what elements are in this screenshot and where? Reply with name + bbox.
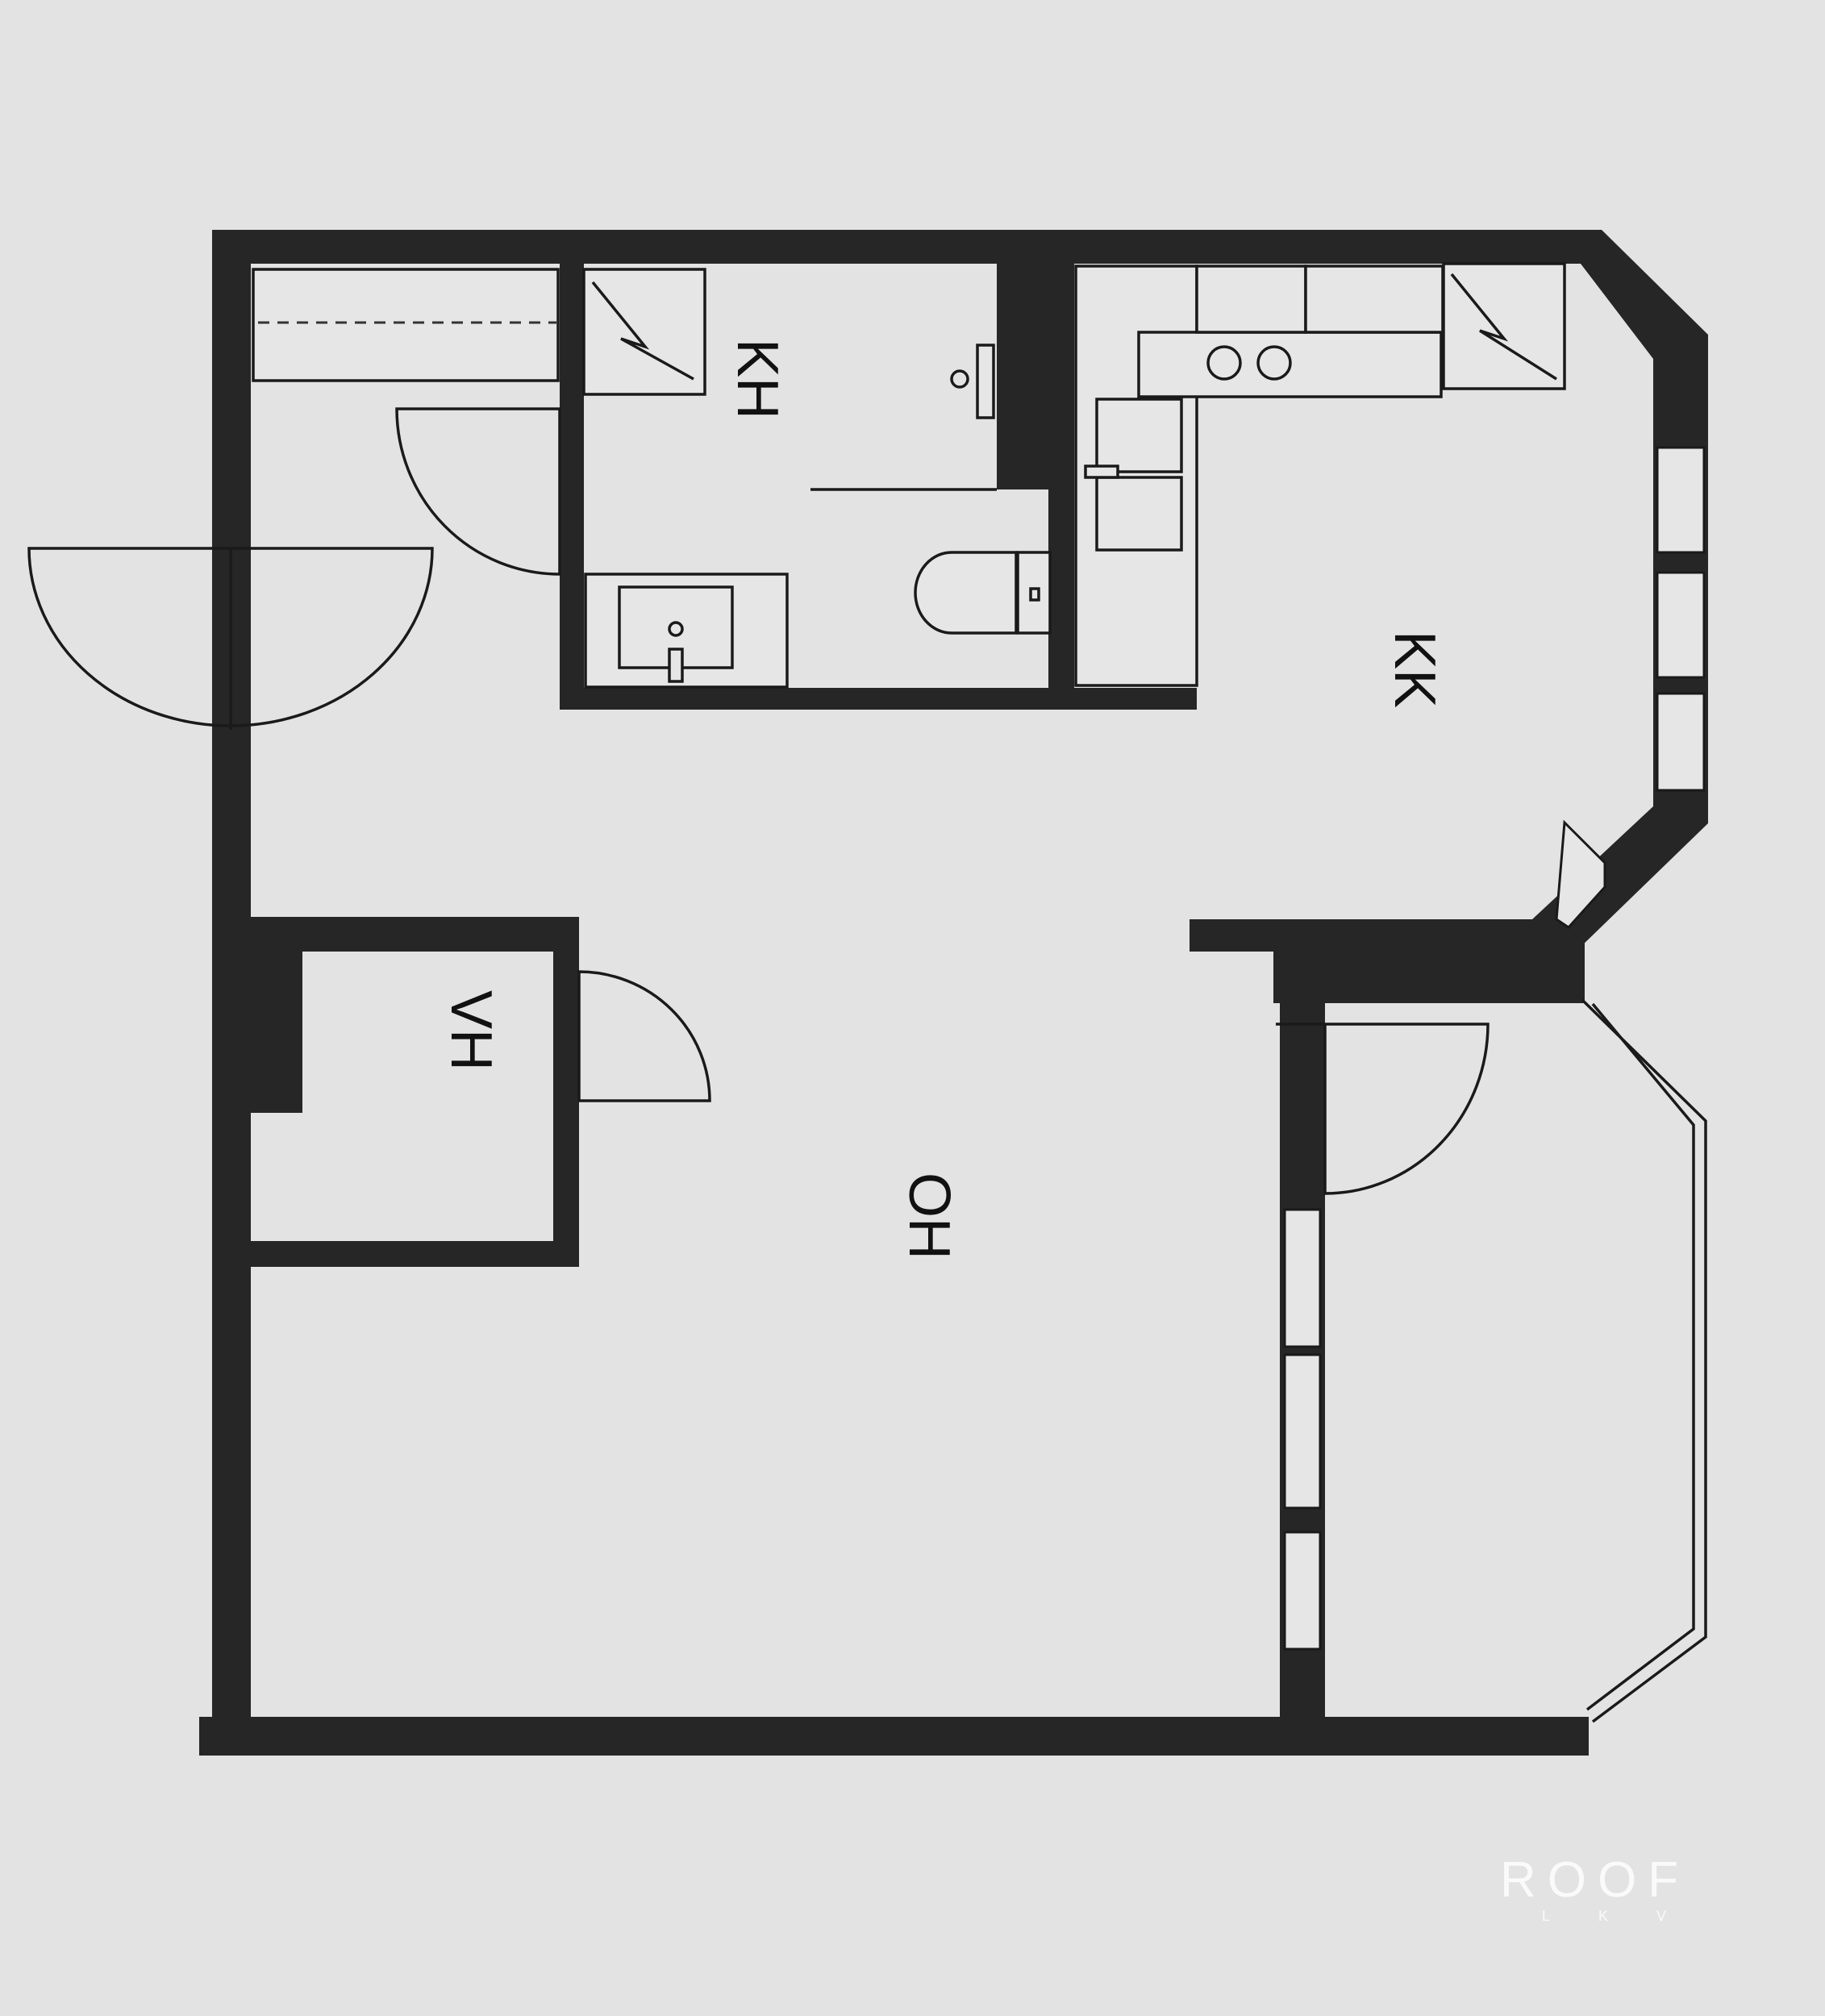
wall-bathroom-left bbox=[560, 264, 584, 710]
room-label-kitchen: KK bbox=[1382, 631, 1447, 708]
fridge bbox=[1442, 262, 1566, 390]
wall-closet-bottom bbox=[238, 1241, 579, 1267]
logo-main: ROOF bbox=[1500, 1852, 1690, 1908]
wall-closet-left bbox=[238, 952, 302, 1113]
kitchen-fixtures bbox=[1074, 262, 1566, 687]
window bbox=[1656, 571, 1706, 679]
wardrobe-top bbox=[252, 268, 706, 396]
wall-bathroom-bottom bbox=[560, 688, 1197, 710]
window bbox=[1656, 692, 1706, 792]
wall-bathroom-kitchen bbox=[997, 264, 1074, 489]
windows bbox=[1283, 446, 1707, 1723]
wall-top bbox=[212, 230, 1602, 264]
window bbox=[1283, 1531, 1322, 1651]
wall-closet-top bbox=[238, 917, 579, 952]
logo-sub: LKV bbox=[1542, 1908, 1715, 1924]
balcony-rail bbox=[1581, 998, 1707, 1723]
plan-line bbox=[1450, 273, 1557, 381]
plan-line bbox=[582, 268, 706, 396]
plan-line bbox=[668, 648, 684, 683]
toilet bbox=[914, 551, 1018, 635]
window bbox=[1555, 819, 1606, 929]
plan-line bbox=[1029, 587, 1040, 602]
window bbox=[1283, 1353, 1322, 1510]
plan-line bbox=[1304, 264, 1444, 334]
kitchen-sink bbox=[1095, 398, 1183, 473]
balcony-rail-inner bbox=[1585, 1002, 1695, 1711]
room-labels: KH KK VH OH bbox=[439, 339, 1447, 1260]
room-label-living-room: OH bbox=[897, 1173, 961, 1260]
kitchen-sink bbox=[1095, 476, 1183, 552]
stove-burner bbox=[1206, 345, 1242, 381]
shower-tap bbox=[976, 344, 995, 419]
wall-block bbox=[1273, 919, 1585, 1003]
bathroom-fixtures bbox=[584, 344, 1052, 689]
room-label-closet: VH bbox=[439, 990, 503, 1071]
wall-closet-right bbox=[553, 917, 579, 1267]
wall-bottom bbox=[199, 1717, 1589, 1756]
bathroom-door bbox=[395, 407, 561, 576]
plan-line bbox=[950, 369, 969, 389]
plan-line bbox=[1084, 464, 1119, 479]
plan-line bbox=[668, 621, 684, 637]
closet-door bbox=[577, 970, 711, 1102]
plan-line bbox=[252, 268, 560, 382]
plan-line bbox=[591, 281, 694, 381]
roof-lkv-logo: ROOF LKV bbox=[1500, 1852, 1715, 1924]
bedroom-door bbox=[1323, 1023, 1490, 1195]
plan-line bbox=[1195, 264, 1307, 334]
stove-burner bbox=[1256, 345, 1292, 381]
window bbox=[1656, 446, 1706, 554]
window bbox=[1283, 1208, 1322, 1348]
wall-bathroom-kitchen-lower bbox=[1048, 484, 1074, 702]
doors bbox=[27, 407, 1490, 1195]
room-label-bathroom: KH bbox=[725, 339, 790, 419]
entrance-door bbox=[27, 547, 434, 727]
